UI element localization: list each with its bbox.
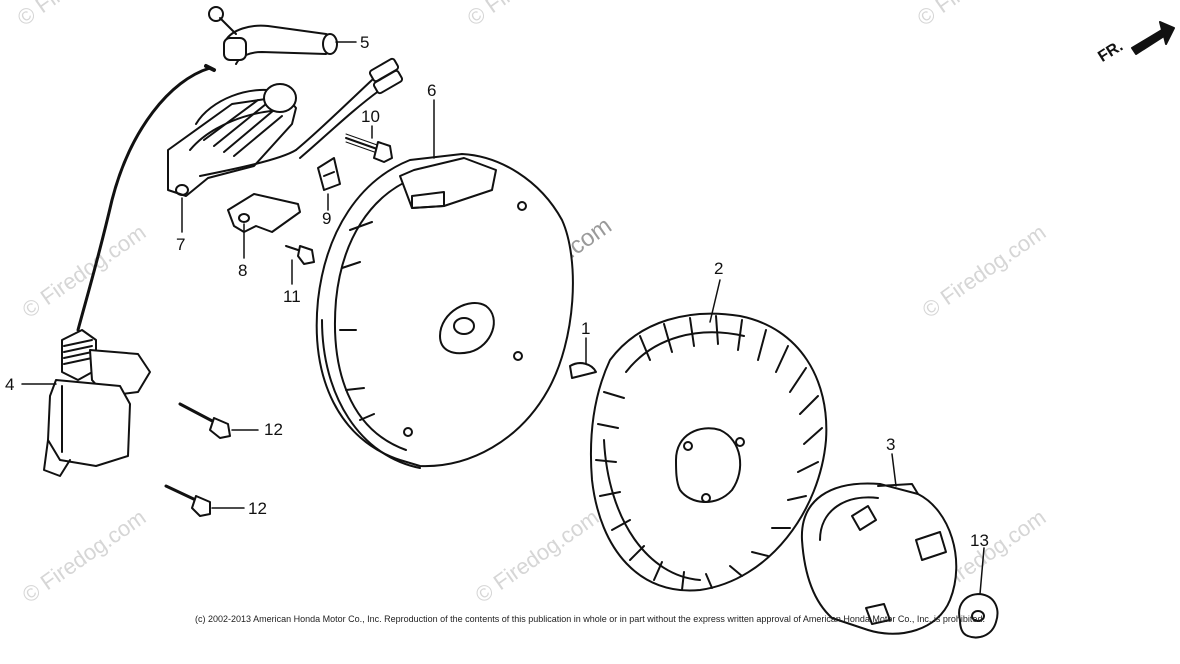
bolt-12-upper	[178, 402, 231, 439]
callout-9: 9	[322, 209, 332, 228]
callout-8: 8	[238, 261, 248, 280]
direction-arrow	[1131, 21, 1175, 55]
callout-12-lower: 12	[248, 499, 267, 518]
callout-5: 5	[360, 33, 370, 52]
bolt-11	[285, 245, 315, 265]
leader-lines	[21, 41, 985, 595]
coil-leads	[295, 57, 404, 159]
callout-10: 10	[361, 107, 380, 126]
bracket-8	[227, 193, 301, 233]
spark-plug-cap	[208, 6, 338, 65]
bolt-10	[345, 133, 393, 163]
flange-nut	[958, 593, 999, 639]
callout-7: 7	[176, 235, 186, 254]
woodruff-key	[569, 362, 597, 379]
callout-6: 6	[427, 81, 437, 100]
callout-1: 1	[581, 319, 591, 338]
starter-pulley	[800, 482, 958, 635]
callout-3: 3	[886, 435, 896, 454]
callout-2: 2	[714, 259, 724, 278]
callout-4: 4	[5, 375, 15, 394]
fan-cover	[315, 153, 574, 469]
ignition-coil	[43, 329, 151, 477]
charge-coil	[167, 83, 297, 197]
clip-9	[317, 157, 341, 191]
bolt-12-lower	[164, 484, 211, 517]
copyright-notice: (c) 2002-2013 American Honda Motor Co., …	[195, 614, 985, 624]
callout-13: 13	[970, 531, 989, 550]
callout-12-upper: 12	[264, 420, 283, 439]
ignition-wire	[76, 66, 212, 332]
callout-11: 11	[283, 287, 301, 306]
flywheel	[589, 312, 828, 592]
